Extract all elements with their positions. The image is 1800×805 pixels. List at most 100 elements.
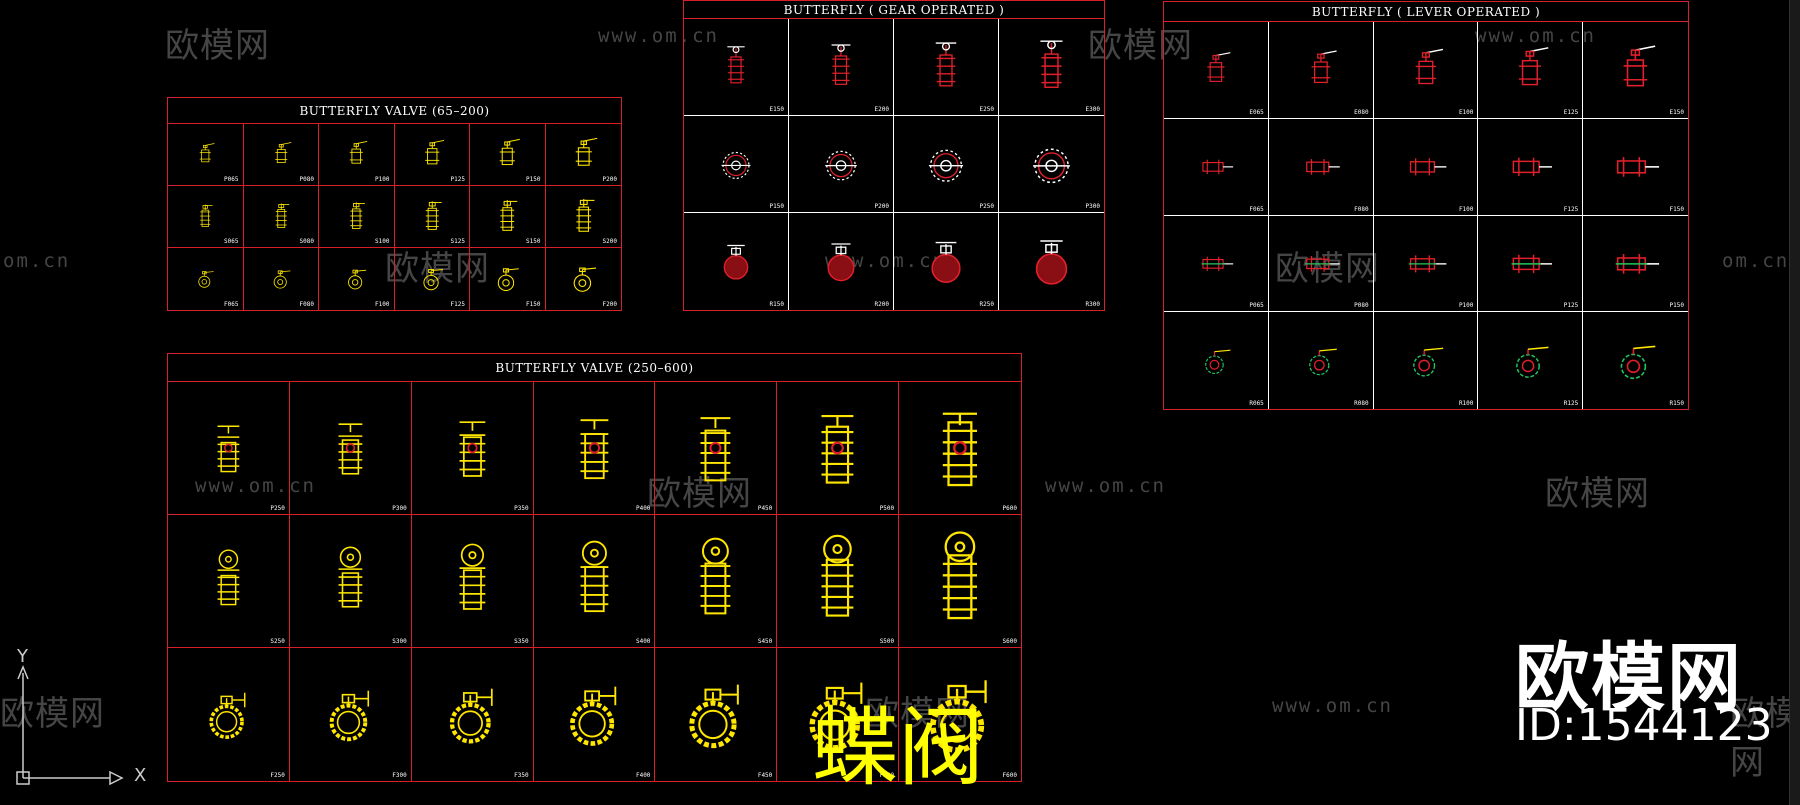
valve-symbol-cell[interactable]: F125 — [395, 248, 470, 310]
valve-symbol-cell[interactable]: P300 — [999, 116, 1104, 213]
valve-symbol-cell[interactable]: S080 — [243, 186, 319, 248]
valve-symbol-cell[interactable]: S300 — [289, 515, 412, 648]
cell-tag-label: F065 — [1249, 205, 1264, 213]
valve-symbol-cell[interactable]: F080 — [1268, 118, 1374, 216]
valve-symbol-cell[interactable]: P450 — [655, 382, 778, 515]
valve-symbol-cell[interactable]: E300 — [999, 19, 1104, 116]
valve-symbol-cell[interactable]: F400 — [534, 648, 656, 781]
valve-symbol-cell[interactable]: F500 — [777, 648, 900, 781]
valve-symbol-cell[interactable]: S250 — [168, 515, 290, 648]
valve-symbol-cell[interactable]: P350 — [411, 382, 534, 515]
valve-symbol-cell[interactable]: S125 — [394, 186, 470, 248]
cell-tag-label: R100 — [1458, 400, 1474, 407]
valve-symbol-cell[interactable]: F150 — [1583, 119, 1688, 216]
valve-symbol-cell[interactable]: S100 — [319, 186, 395, 248]
cell-tag-label: P080 — [1354, 302, 1369, 310]
valve-symbol-cell[interactable]: P500 — [777, 382, 900, 515]
valve-symbol-cell[interactable]: S450 — [655, 515, 778, 648]
valve-symbol-cell[interactable]: F300 — [290, 648, 412, 781]
butterfly-valve-icon — [930, 680, 987, 753]
valve-symbol-cell[interactable]: P065 — [1164, 215, 1269, 313]
valve-symbol-cell[interactable]: E150 — [1583, 22, 1688, 119]
valve-symbol-cell[interactable]: P200 — [545, 124, 621, 186]
cell-tag-label: S350 — [514, 638, 529, 645]
valve-symbol-cell[interactable]: E200 — [789, 19, 894, 116]
valve-symbol-cell[interactable]: S400 — [533, 515, 656, 648]
valve-symbol-cell[interactable]: S350 — [411, 515, 534, 648]
valve-symbol-cell[interactable]: P250 — [894, 116, 999, 213]
valve-symbol-cell[interactable]: P065 — [168, 124, 244, 186]
valve-symbol-cell[interactable]: F450 — [655, 648, 778, 781]
valve-symbol-cell[interactable]: S500 — [777, 515, 900, 648]
valve-symbol-cell[interactable]: R100 — [1374, 312, 1479, 409]
valve-symbol-cell[interactable]: P100 — [319, 124, 395, 186]
valve-symbol-cell[interactable]: P125 — [394, 124, 470, 186]
valve-symbol-cell[interactable]: F600 — [899, 648, 1021, 781]
ucs-x-label: X — [134, 765, 147, 786]
cell-tag-label: P125 — [1563, 302, 1579, 310]
valve-symbol-cell[interactable]: P080 — [243, 124, 319, 186]
valve-symbol-cell[interactable]: F250 — [168, 648, 290, 781]
valve-symbol-cell[interactable]: P150 — [470, 124, 546, 186]
valve-symbol-cell[interactable]: F065 — [168, 248, 244, 310]
valve-symbol-cell[interactable]: S200 — [545, 186, 621, 248]
valve-symbol-cell[interactable]: R300 — [999, 213, 1104, 310]
cell-tag-label: F100 — [375, 301, 390, 308]
valve-symbol-cell[interactable]: F350 — [412, 648, 534, 781]
valve-symbol-cell[interactable]: R080 — [1269, 312, 1374, 409]
cell-tag-label: F125 — [1563, 205, 1579, 213]
cell-tag-label: E150 — [1669, 108, 1684, 116]
valve-symbol-cell[interactable]: F100 — [319, 248, 395, 310]
butterfly-valve-icon — [809, 682, 863, 751]
butterfly-valve-icon — [338, 423, 363, 475]
valve-symbol-cell[interactable]: P600 — [899, 382, 1021, 515]
valve-symbol-cell[interactable]: R150 — [684, 213, 789, 310]
valve-symbol-cell[interactable]: R150 — [1583, 312, 1688, 409]
brand-logo-text: 欧模网 — [1515, 635, 1743, 721]
cell-tag-label: F600 — [1002, 772, 1017, 779]
valve-symbol-cell[interactable]: E250 — [894, 19, 999, 116]
valve-symbol-cell[interactable]: R125 — [1478, 312, 1584, 409]
valve-symbol-cell[interactable]: P150 — [684, 116, 789, 213]
valve-symbol-cell[interactable]: P200 — [789, 116, 894, 213]
valve-symbol-cell[interactable]: F150 — [470, 248, 546, 310]
valve-symbol-cell[interactable]: E150 — [684, 19, 789, 116]
cell-tag-label: P100 — [375, 176, 390, 183]
vertical-scrollbar[interactable] — [1789, 0, 1800, 805]
valve-symbol-cell[interactable]: P100 — [1373, 215, 1479, 313]
valve-symbol-cell[interactable]: E100 — [1373, 22, 1479, 119]
valve-symbol-cell[interactable]: F125 — [1478, 118, 1584, 216]
valve-symbol-cell[interactable]: R200 — [789, 213, 894, 310]
valve-symbol-cell[interactable]: P250 — [168, 382, 290, 515]
cell-tag-label: S450 — [757, 638, 773, 645]
valve-symbol-cell[interactable]: F200 — [546, 248, 622, 310]
valve-symbol-cell[interactable]: P150 — [1583, 216, 1688, 313]
valve-symbol-cell[interactable]: F100 — [1373, 118, 1479, 216]
valve-symbol-cell[interactable]: P080 — [1268, 215, 1374, 313]
cell-tag-label: F150 — [1669, 205, 1684, 213]
valve-symbol-cell[interactable]: E080 — [1268, 22, 1374, 119]
valve-symbol-cell[interactable]: S065 — [168, 186, 244, 248]
butterfly-valve-icon — [1615, 253, 1660, 274]
valve-symbol-cell[interactable]: P300 — [289, 382, 412, 515]
valve-symbol-cell[interactable]: S150 — [470, 186, 546, 248]
valve-symbol-cell[interactable]: F080 — [244, 248, 319, 310]
valve-symbol-cell[interactable]: P400 — [533, 382, 656, 515]
watermark-url: www.om.cn — [825, 250, 946, 272]
valve-symbol-cell[interactable]: E125 — [1478, 22, 1584, 119]
valve-symbol-cell[interactable]: P125 — [1478, 215, 1584, 313]
ucs-axes-icon — [16, 665, 124, 786]
valve-symbol-cell[interactable]: R065 — [1164, 312, 1269, 409]
cell-tag-label: E125 — [1563, 108, 1579, 116]
valve-symbol-cell[interactable]: R250 — [894, 213, 999, 310]
valve-symbol-cell[interactable]: E065 — [1164, 22, 1269, 119]
butterfly-valve-icon — [422, 269, 443, 291]
valve-symbol-cell[interactable]: S600 — [899, 515, 1021, 648]
valve-symbol-cell[interactable]: F065 — [1164, 118, 1269, 216]
cell-tag-label: E100 — [1458, 108, 1474, 116]
